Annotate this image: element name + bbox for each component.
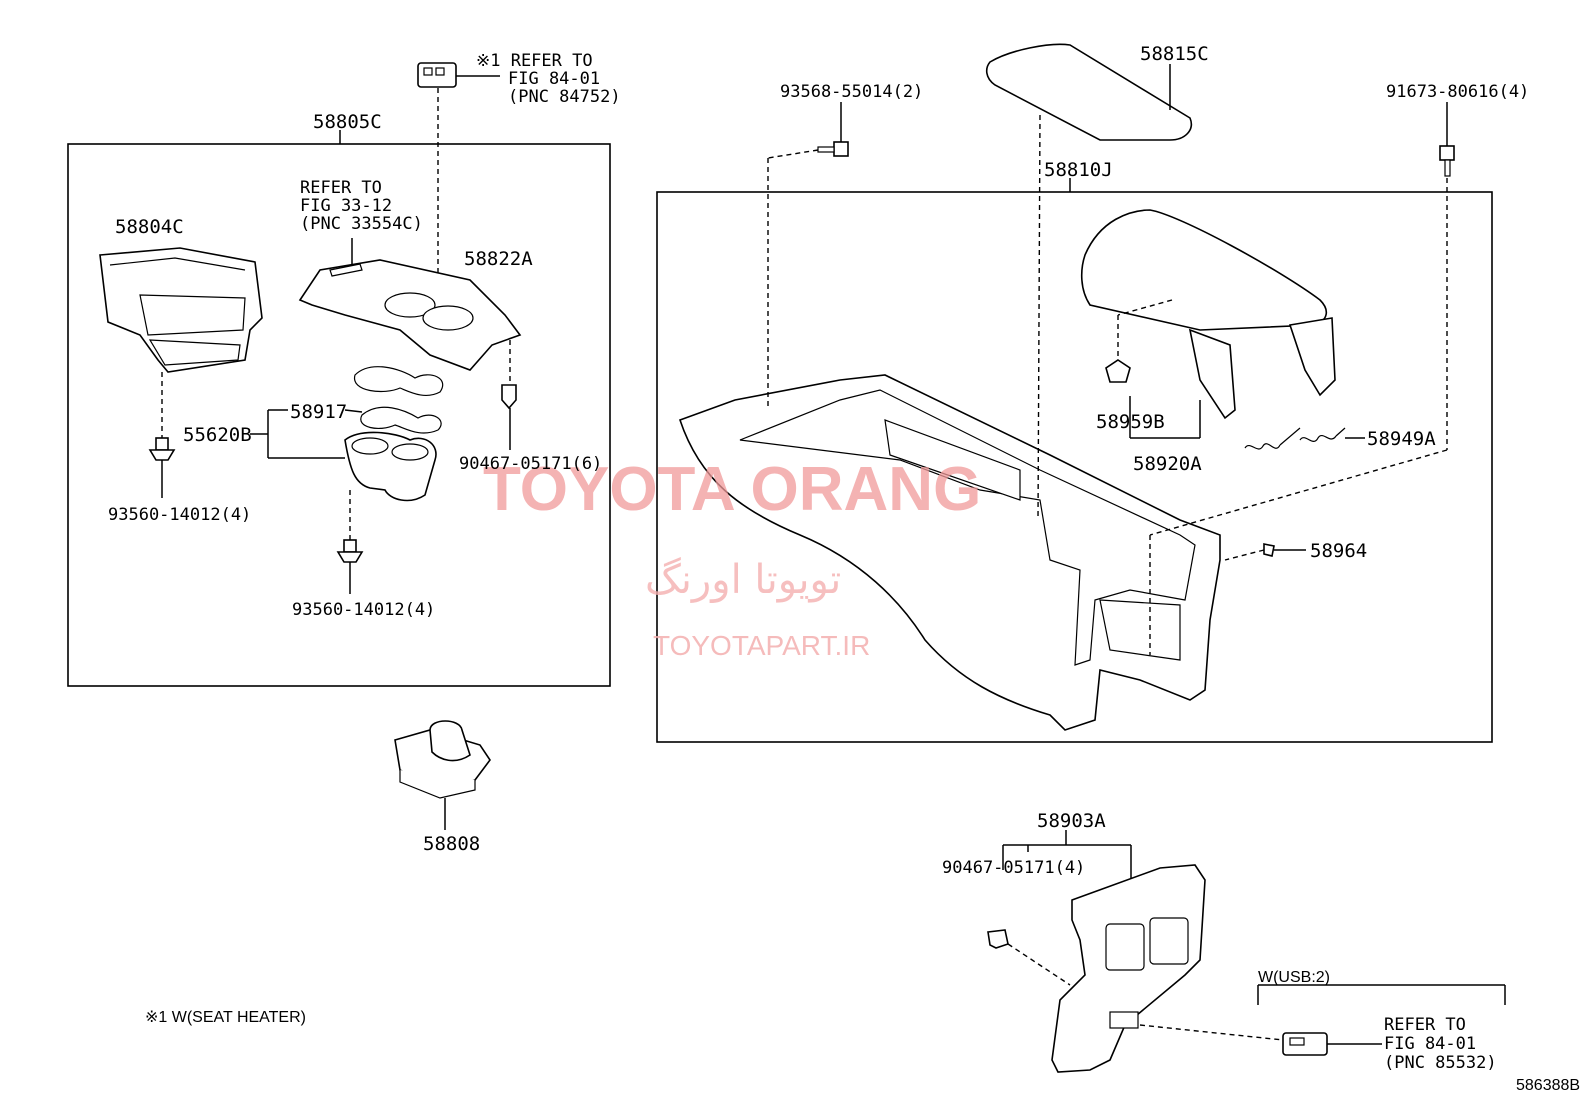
label-58959B: 58959B: [1096, 411, 1165, 433]
clip-90467-a: [501, 384, 517, 410]
label-93560-14012-a: 93560-14012(4): [108, 505, 251, 525]
usb-condition: W(USB:2): [1258, 969, 1330, 986]
clip-93560-a: [148, 437, 176, 461]
note-refer-2-line2: FIG 33-12: [300, 196, 392, 216]
label-58917: 58917: [290, 401, 347, 423]
part-58949A-drawing: [1244, 427, 1346, 450]
label-58949A: 58949A: [1367, 428, 1436, 450]
label-58822A: 58822A: [464, 248, 533, 270]
label-93560-14012-b: 93560-14012(4): [292, 600, 435, 620]
seat-heater-switch-part: [417, 62, 457, 88]
label-58804C: 58804C: [115, 216, 184, 238]
label-58808: 58808: [423, 833, 480, 855]
note-refer-1-line2: FIG 84-01: [508, 69, 600, 89]
group-label-58805C: 58805C: [313, 111, 382, 133]
armrest-lid-drawing: [1080, 209, 1336, 420]
usb-port-part: [1282, 1032, 1328, 1056]
part-58903A-drawing: [1051, 864, 1206, 1073]
clip-58959B: [1105, 359, 1131, 383]
note-refer-1-line1: ※1 REFER TO: [476, 51, 593, 71]
label-91673-80616: 91673-80616(4): [1386, 82, 1529, 102]
clip-93560-b: [336, 539, 364, 563]
bolt-91673: [1439, 145, 1455, 177]
label-90467-05171-4: 90467-05171(4): [942, 858, 1085, 878]
part-58815C-drawing: [985, 43, 1192, 141]
part-58822A-drawing: [298, 259, 522, 371]
footnote-seat-heater: ※1 W(SEAT HEATER): [145, 1009, 306, 1026]
part-55620B-drawing: [344, 431, 437, 502]
note-refer-1-line3: (PNC 84752): [508, 87, 621, 107]
group-box-left: [67, 143, 611, 687]
group-label-58903A: 58903A: [1037, 810, 1106, 832]
label-93568-55014: 93568-55014(2): [780, 82, 923, 102]
note-refer-3-line2: FIG 84-01: [1384, 1034, 1476, 1054]
note-refer-2-line1: REFER TO: [300, 178, 382, 198]
part-58810J-console-drawing: [678, 374, 1221, 731]
part-58804C-drawing: [99, 247, 263, 373]
figure-code: 586388B: [1516, 1077, 1580, 1094]
clip-90467-b: [987, 929, 1009, 949]
group-box-right: [656, 191, 1493, 743]
part-58917-drawing: [354, 366, 444, 434]
watermark-persian: تویوتا اورنگ: [645, 557, 841, 603]
bolt-93568: [817, 141, 849, 157]
group-label-58810J: 58810J: [1044, 159, 1113, 181]
clip-58964: [1263, 543, 1275, 557]
watermark-site: TOYOTAPART.IR: [653, 630, 870, 661]
note-refer-2-line3: (PNC 33554C): [300, 214, 423, 234]
label-58964: 58964: [1310, 540, 1367, 562]
note-refer-3-line3: (PNC 85532): [1384, 1053, 1497, 1073]
part-58808-drawing: [394, 720, 491, 799]
label-55620B: 55620B: [183, 424, 252, 446]
label-58815C: 58815C: [1140, 43, 1209, 65]
watermark-brand: TOYOTA ORANG: [483, 455, 981, 524]
label-58920A: 58920A: [1133, 453, 1202, 475]
label-90467-05171-6: 90467-05171(6): [459, 454, 602, 474]
note-refer-3-line1: REFER TO: [1384, 1015, 1466, 1035]
